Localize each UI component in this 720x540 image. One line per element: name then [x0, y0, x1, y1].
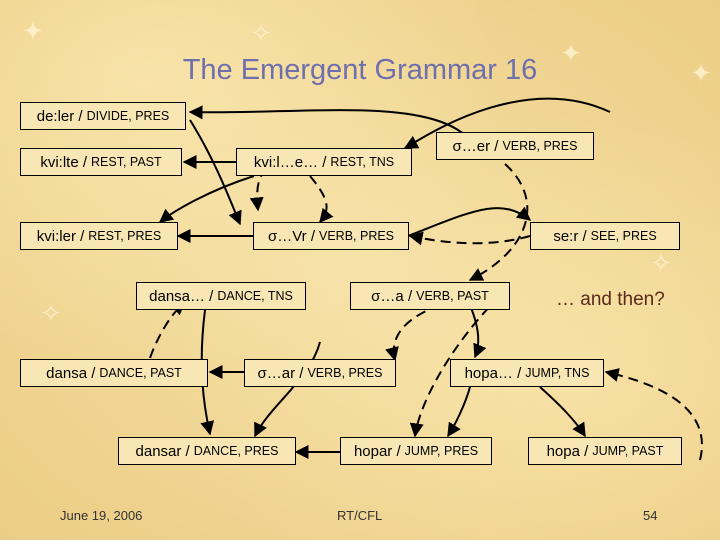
footer-date: June 19, 2006 [60, 508, 143, 523]
node-gloss: JUMP, TNS [525, 366, 590, 380]
node-form: hopa / [546, 442, 589, 460]
node-gloss: REST, TNS [330, 155, 395, 169]
node-form: kvi:ler / [36, 227, 85, 245]
edge-dashed-dansa-to-dansadots [149, 301, 187, 359]
edge-sigmavr-to-ser [407, 206, 532, 237]
node-dansar: dansar /DANCE, PRES [118, 437, 296, 465]
node-sigmaar: σ…ar /VERB, PRES [244, 359, 396, 387]
node-hopar: hopar /JUMP, PRES [340, 437, 492, 465]
node-gloss: VERB, PRES [307, 366, 383, 380]
node-gloss: SEE, PRES [590, 229, 657, 243]
node-kvilte: kvi:lte /REST, PAST [20, 148, 182, 176]
edge-deler-to-sigmavr [189, 119, 242, 226]
node-gloss: VERB, PAST [416, 289, 489, 303]
node-dansa: dansa /DANCE, PAST [20, 359, 208, 387]
sparkle-icon: ✧ [40, 298, 62, 328]
edge-sigmaar-to-dansar [254, 341, 321, 438]
node-gloss: DANCE, PAST [99, 366, 182, 380]
edge-hopadots-to-hopar [447, 386, 471, 438]
edge-dashed-sigmaa-to-sigmaar [385, 304, 441, 362]
node-form: σ…ar / [257, 364, 304, 382]
sparkle-icon: ✧ [650, 248, 672, 278]
edge-sigmaer-to-deler [188, 105, 471, 141]
node-sigmaa: σ…a /VERB, PAST [350, 282, 510, 310]
node-gloss: JUMP, PRES [404, 444, 479, 458]
sparkle-icon: ✧ [250, 18, 272, 48]
node-ser: se:r /SEE, PRES [530, 222, 680, 250]
node-form: kvi:l…e… / [253, 153, 327, 171]
edge-sigmaa-to-hopadots [469, 304, 487, 359]
node-gloss: DIVIDE, PRES [86, 109, 170, 123]
sparkle-icon: ✦ [22, 16, 44, 46]
node-form: hopar / [353, 442, 401, 460]
edge-dashed-hopa-to-hopadots [604, 368, 703, 461]
sparkle-icon: ✦ [690, 58, 712, 88]
node-form: dansa… / [149, 287, 214, 305]
node-kviler: kvi:ler /REST, PRES [20, 222, 178, 250]
node-form: σ…a / [371, 287, 413, 305]
sparkle-icon: ✦ [560, 38, 582, 68]
node-form: dansar / [135, 442, 190, 460]
node-deler: de:ler /DIVIDE, PRES [20, 102, 186, 130]
node-hopadots: hopa… /JUMP, TNS [450, 359, 604, 387]
node-kvile: kvi:l…e… /REST, TNS [236, 148, 412, 176]
footer-center: RT/CFL [337, 508, 383, 523]
node-form: dansa / [46, 364, 96, 382]
node-form: kvi:lte / [40, 153, 88, 171]
node-sigmavr: σ…Vr / VERB, PRES [253, 222, 409, 250]
node-gloss: REST, PAST [91, 155, 162, 169]
edge-kvile-to-kviler [158, 175, 255, 223]
edge-dashed-sigmaer-to-sigmaa [468, 163, 529, 281]
slide-title: The Emergent Grammar 16 [182, 54, 538, 86]
node-form: σ…Vr / [267, 227, 315, 245]
footer-page-number: 54 [643, 508, 658, 523]
annotation-and-then: … and then? [556, 289, 665, 310]
node-form: se:r / [553, 227, 587, 245]
node-gloss: DANCE, PRES [193, 444, 279, 458]
node-gloss: VERB, PRES [319, 229, 395, 243]
node-gloss: DANCE, TNS [217, 289, 293, 303]
node-sigmaer: σ…er /VERB, PRES [436, 132, 594, 160]
edge-dashed-ser-to-sigmavr [408, 231, 531, 246]
edge-dashed-kvile-to-sigmavr [309, 175, 334, 224]
node-form: σ…er / [452, 137, 499, 155]
node-form: de:ler / [36, 107, 83, 125]
edge-dashed-sigmaa-to-hopar [409, 295, 501, 438]
node-form: hopa… / [464, 364, 522, 382]
node-gloss: JUMP, PAST [592, 444, 664, 458]
node-gloss: VERB, PRES [502, 139, 578, 153]
edge-hopadots-to-hopa [539, 386, 586, 438]
node-gloss: REST, PRES [88, 229, 162, 243]
node-hopa: hopa /JUMP, PAST [528, 437, 682, 465]
node-dansadots: dansa… /DANCE, TNS [136, 282, 306, 310]
edge-sigmaer-to-kvile [403, 97, 611, 149]
